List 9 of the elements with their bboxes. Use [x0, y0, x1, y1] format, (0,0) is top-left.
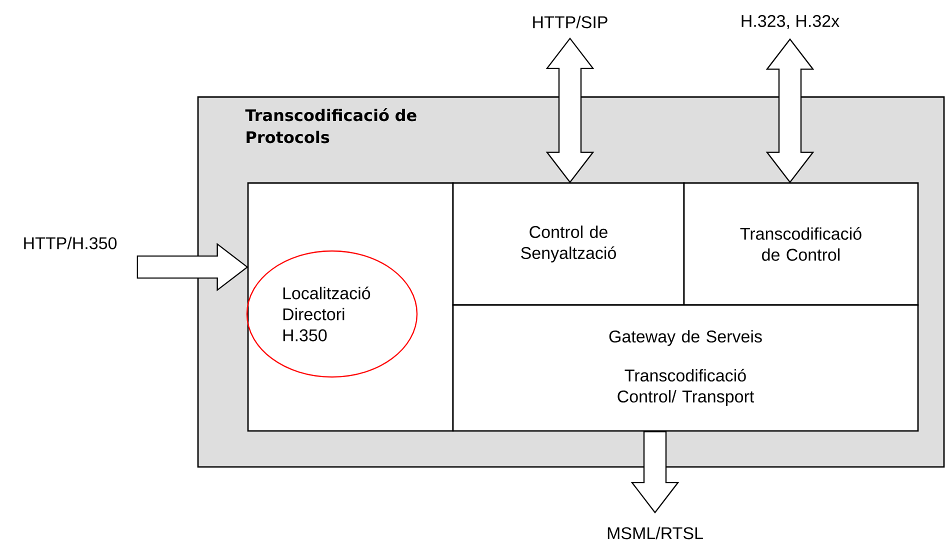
empty-box [247, 182, 454, 432]
block-arrow [136, 242, 248, 292]
process-box: Transcodificació de Control [683, 182, 919, 306]
block-arrow [630, 431, 680, 514]
protocol-label: H.323, H.32x [742, 14, 840, 30]
process-box: Control de Senyaltzació [452, 182, 685, 306]
protocol-label: HTTP/SIP [533, 16, 608, 28]
protocol-label: HTTP/H.350 [24, 236, 117, 250]
protocol-label: MSML/RTSL [608, 526, 703, 540]
